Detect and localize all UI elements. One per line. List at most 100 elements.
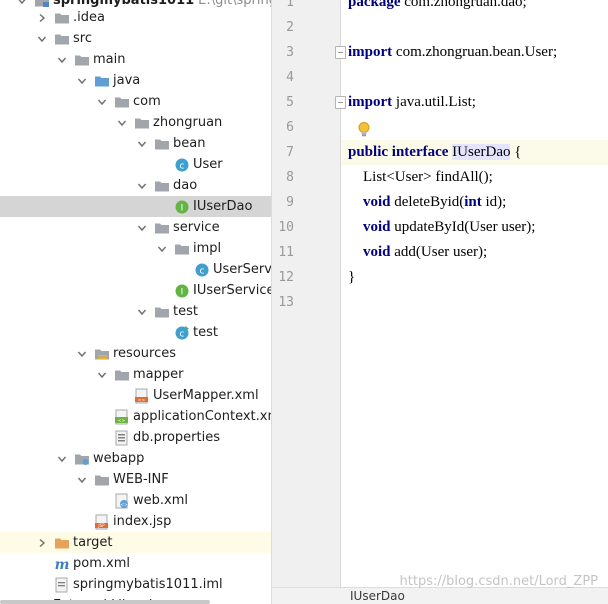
tree-item[interactable]: resources (0, 343, 271, 364)
tree-spacer (156, 285, 168, 297)
watermark-text: https://blog.csdn.net/Lord_ZPP (399, 574, 598, 589)
tree-item[interactable]: <>UserMapper.xml (0, 385, 271, 406)
chevron-down-icon[interactable] (36, 33, 48, 45)
chevron-down-icon[interactable] (136, 138, 148, 150)
chevron-right-icon[interactable] (36, 537, 48, 549)
tree-item-label: applicationContext.xml (133, 409, 271, 424)
tree-item[interactable]: <>web.xml (0, 490, 271, 511)
chevron-down-icon[interactable] (96, 96, 108, 108)
tree-item[interactable]: impl (0, 238, 271, 259)
tree-item[interactable]: I IUserDao (0, 196, 271, 217)
tree-item[interactable]: target (0, 532, 271, 553)
breadcrumb-item[interactable]: IUserDao (350, 589, 405, 603)
tree-item-label: webapp (93, 451, 145, 466)
code-line[interactable]: } (348, 265, 355, 290)
chevron-down-icon[interactable] (136, 180, 148, 192)
tree-item[interactable]: cUserService (0, 259, 271, 280)
lightbulb-icon[interactable] (356, 121, 372, 139)
code-text: add(User user); (390, 244, 488, 260)
chevron-down-icon[interactable] (136, 222, 148, 234)
folder-icon (154, 304, 170, 320)
tree-item[interactable]: service (0, 217, 271, 238)
panel-divider[interactable] (271, 0, 272, 604)
tree-spacer (96, 495, 108, 507)
code-line[interactable]: void deleteByid(int id); (348, 190, 506, 215)
code-line[interactable]: import java.util.List; (348, 90, 476, 115)
tree-item[interactable]: mapper (0, 364, 271, 385)
test-class-icon: c (174, 325, 190, 341)
code-text: { (510, 144, 522, 160)
tree-item-label: db.properties (133, 430, 220, 445)
code-text: java.util.List; (392, 94, 476, 110)
line-number: 7 (286, 145, 294, 160)
chevron-down-icon[interactable] (156, 243, 168, 255)
code-line[interactable]: public interface IUserDao { (348, 140, 521, 165)
horizontal-scrollbar[interactable] (0, 600, 210, 604)
fold-marker[interactable] (335, 46, 346, 59)
tree-item-label: IUserDao (193, 199, 253, 214)
tree-item-label: .idea (73, 10, 105, 25)
svg-text:I: I (181, 203, 184, 213)
code-line[interactable]: void updateById(User user); (348, 215, 535, 240)
tree-item-label: UserMapper.xml (153, 388, 259, 403)
folder-icon (54, 10, 70, 26)
chevron-down-icon[interactable] (56, 54, 68, 66)
maven-pom-icon: m (54, 556, 70, 572)
tree-item[interactable]: java (0, 70, 271, 91)
chevron-down-icon[interactable] (116, 117, 128, 129)
tree-item[interactable]: springmybatis1011.iml (0, 574, 271, 595)
tree-item[interactable]: com (0, 91, 271, 112)
code-keyword: void (363, 194, 391, 210)
folder-icon (114, 94, 130, 110)
code-text: deleteByid( (390, 194, 465, 210)
chevron-down-icon[interactable] (136, 306, 148, 318)
fold-marker[interactable] (335, 96, 346, 109)
tree-item[interactable]: test (0, 301, 271, 322)
source-folder-icon (94, 73, 110, 89)
tree-item-label: com (133, 94, 161, 109)
tree-item[interactable]: .idea (0, 7, 271, 28)
tree-item[interactable]: springmybatis1011E:\git\springmy... (0, 0, 271, 11)
iml-file-icon (54, 577, 70, 593)
tree-item[interactable]: src (0, 28, 271, 49)
chevron-down-icon[interactable] (96, 369, 108, 381)
module-folder-icon (34, 0, 50, 9)
chevron-down-icon[interactable] (76, 75, 88, 87)
tree-item-label: web.xml (133, 493, 188, 508)
code-line[interactable]: List<User> findAll(); (348, 165, 493, 190)
code-line[interactable]: import com.zhongruan.bean.User; (348, 40, 557, 65)
line-number: 11 (278, 245, 294, 260)
java-class-icon: c (174, 157, 190, 173)
tree-item[interactable]: dao (0, 175, 271, 196)
code-line[interactable]: void add(User user); (348, 240, 487, 265)
tree-item[interactable]: WEB-INF (0, 469, 271, 490)
java-interface-icon: I (174, 199, 190, 215)
tree-item-label: mapper (133, 367, 184, 382)
tree-item[interactable]: <> applicationContext.xml (0, 406, 271, 427)
excluded-folder-icon (54, 535, 70, 551)
tree-item[interactable]: db.properties (0, 427, 271, 448)
chevron-right-icon[interactable] (36, 12, 48, 24)
tree-item[interactable]: webapp (0, 448, 271, 469)
tree-item-label: main (93, 52, 126, 67)
chevron-down-icon[interactable] (76, 348, 88, 360)
folder-icon (154, 136, 170, 152)
tree-item-label: target (73, 535, 113, 550)
svg-text:<>: <> (118, 417, 126, 423)
chevron-down-icon[interactable] (56, 453, 68, 465)
chevron-down-icon[interactable] (16, 0, 28, 7)
chevron-down-icon[interactable] (76, 474, 88, 486)
code-line[interactable]: package com.zhongruan.dao; (348, 0, 527, 15)
editor-breadcrumb[interactable]: IUserDao (272, 587, 608, 604)
tree-item[interactable]: main (0, 49, 271, 70)
folder-icon (154, 178, 170, 194)
tree-item[interactable]: bean (0, 133, 271, 154)
tree-item[interactable]: zhongruan (0, 112, 271, 133)
